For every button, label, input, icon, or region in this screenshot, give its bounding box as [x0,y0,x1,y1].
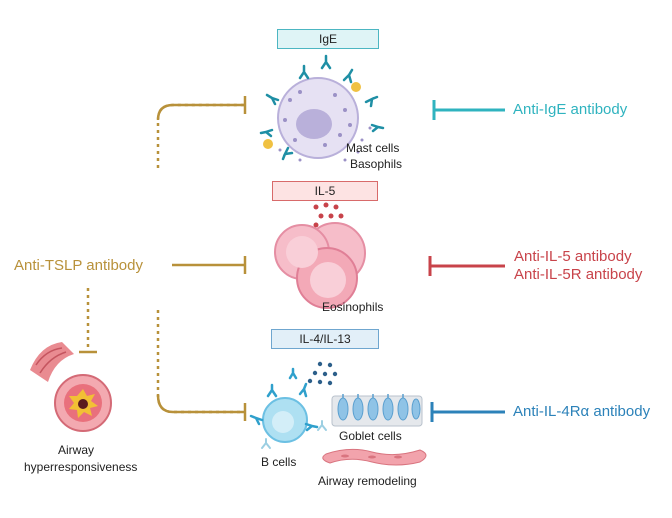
ige-box: IgE [277,29,379,49]
goblet-cells-label: Goblet cells [339,429,402,443]
anti-il5-label: Anti-IL-5 antibody [514,248,632,265]
eosinophil-icon [274,222,366,309]
anti-il5r-label: Anti-IL-5R antibody [514,266,643,283]
b-cell-icon [249,367,327,449]
mast-cells-label: Mast cells [346,141,400,155]
anti-il4ra-label: Anti-IL-4Rα antibody [513,403,651,420]
tslp-inhibition-lines [79,96,247,421]
airway-remodeling-icon [322,448,427,466]
anti-ige-label: Anti-IgE antibody [513,101,628,118]
il5-cytokine-dots [313,202,344,229]
airway-icon [30,342,112,432]
airway-remodeling-label: Airway remodeling [318,474,417,488]
eosinophils-label: Eosinophils [322,300,384,314]
tslp-line-lower-dashed [156,310,245,414]
goblet-cells-icon [331,394,423,427]
il4-cytokine-dots [307,361,338,386]
il4-il13-box: IL-4/IL-13 [271,329,379,349]
tslp-line-lower [156,394,245,414]
tslp-line-upper-dashed [156,103,245,168]
drug-inhibition-lines [428,100,505,422]
tslp-line-upper [156,103,245,121]
basophils-label: Basophils [350,157,403,171]
b-cells-label: B cells [261,455,297,469]
mast-cell-icon [259,54,385,162]
anti-tslp-label: Anti-TSLP antibody [14,257,143,274]
airway-label-line2: hyperresponsiveness [24,460,138,474]
airway-label-line1: Airway [58,443,95,457]
il5-box: IL-5 [272,181,378,201]
